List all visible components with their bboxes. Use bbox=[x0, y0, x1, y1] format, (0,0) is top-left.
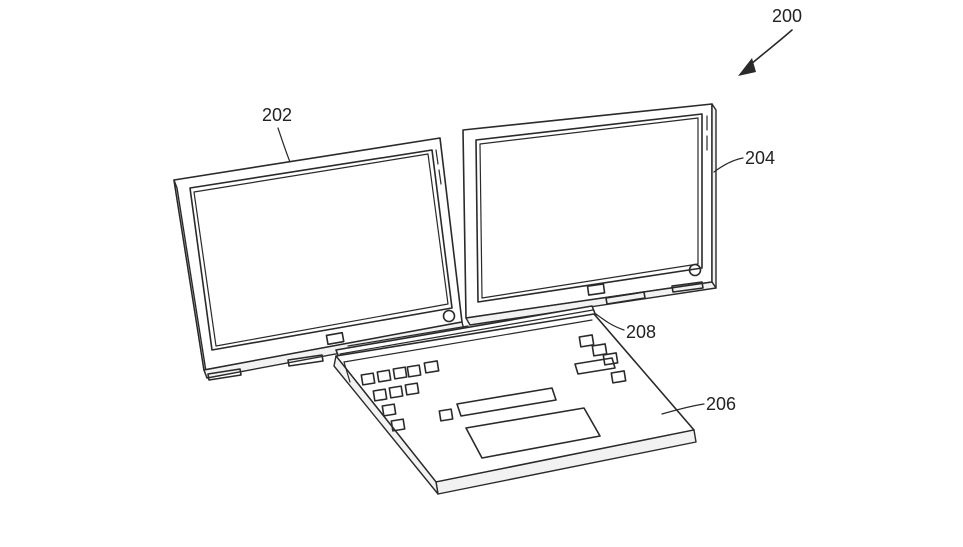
first-display-foot-mid bbox=[287, 354, 324, 367]
keyboard-base-left bbox=[333, 355, 439, 495]
second-display-foot-mid bbox=[605, 291, 646, 305]
key bbox=[392, 366, 408, 380]
key bbox=[376, 369, 392, 383]
first-display-port-icon bbox=[325, 331, 345, 346]
leader-208 bbox=[595, 313, 625, 331]
first-display-screen bbox=[189, 149, 453, 351]
key bbox=[372, 388, 388, 402]
trackpad bbox=[465, 407, 601, 459]
key bbox=[423, 360, 440, 374]
key bbox=[578, 334, 595, 348]
wide-key bbox=[574, 357, 616, 375]
key bbox=[591, 343, 608, 357]
key bbox=[381, 403, 397, 417]
key bbox=[406, 364, 422, 378]
label-208: 208 bbox=[626, 322, 656, 342]
arrow-200-head bbox=[738, 58, 756, 76]
key bbox=[388, 385, 404, 399]
second-display bbox=[462, 103, 717, 326]
second-display-foot-right bbox=[671, 281, 704, 293]
function-bar bbox=[456, 387, 557, 417]
second-display-screen bbox=[475, 113, 703, 303]
key bbox=[390, 418, 406, 432]
label-202: 202 bbox=[262, 105, 292, 125]
key bbox=[360, 372, 376, 386]
second-display-button-icon bbox=[688, 263, 702, 277]
first-display-button-icon bbox=[442, 309, 456, 323]
leader-206 bbox=[661, 403, 705, 415]
key-cluster-left bbox=[360, 360, 440, 432]
first-display-foot-left bbox=[207, 368, 242, 381]
label-206: 206 bbox=[706, 394, 736, 414]
key bbox=[438, 408, 454, 422]
second-display-port-icon bbox=[586, 283, 606, 296]
key bbox=[610, 370, 627, 384]
label-200: 200 bbox=[772, 6, 802, 26]
key-cluster-right bbox=[574, 334, 627, 384]
leader-202 bbox=[277, 127, 291, 163]
label-204: 204 bbox=[745, 148, 775, 168]
keyboard-base bbox=[333, 313, 697, 495]
key bbox=[404, 382, 420, 396]
first-display bbox=[173, 137, 465, 381]
leader-204 bbox=[713, 157, 744, 173]
